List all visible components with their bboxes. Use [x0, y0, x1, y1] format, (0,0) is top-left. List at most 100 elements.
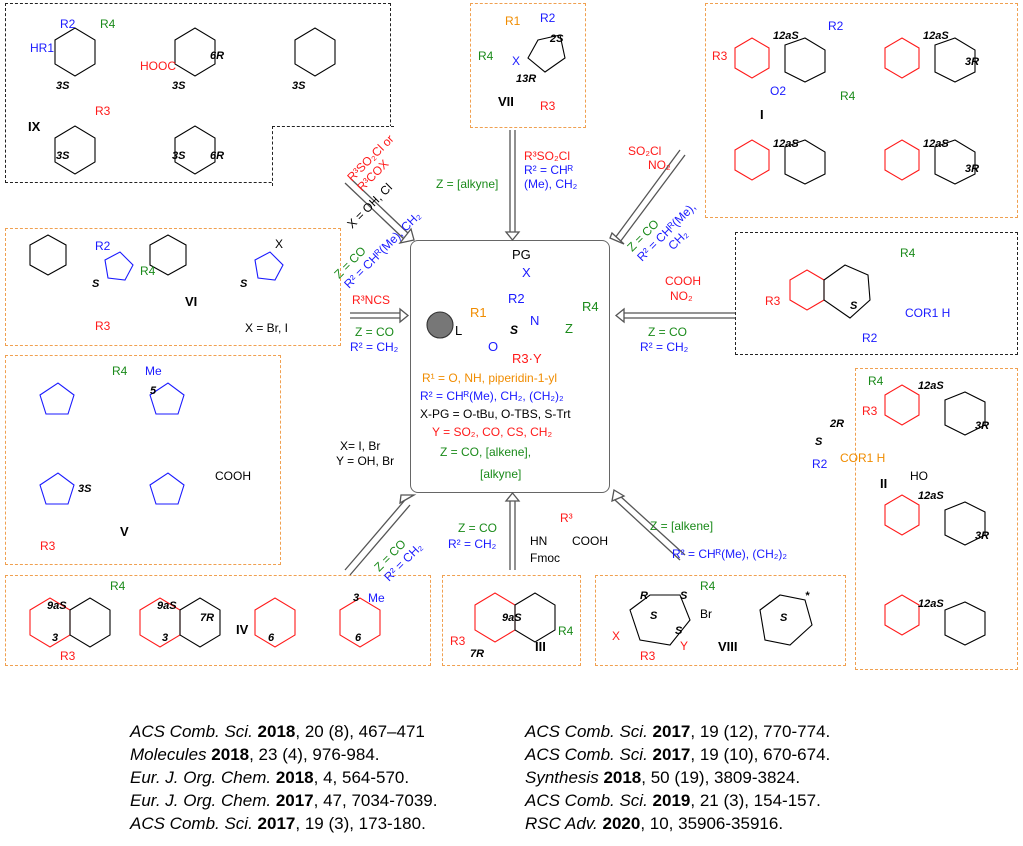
box-II: [855, 368, 1018, 670]
center-r1: R1: [470, 305, 487, 320]
condition: Z = [alkyne]: [436, 177, 499, 191]
reagent-nosyl-chloride: SO₂Cl NO₂: [628, 144, 671, 173]
stereo-label: 3S: [56, 150, 70, 162]
year: 2018: [257, 722, 296, 741]
stereo-label: 7R: [200, 612, 215, 624]
condition: R² = CH₂: [448, 537, 497, 551]
substituent: HO: [910, 469, 928, 483]
condition: R² = CH₂: [350, 340, 399, 354]
substituent: R4: [112, 364, 128, 378]
substituent: Me: [368, 591, 385, 605]
center-y-def: Y = SO₂, CO, CS, CH₂: [432, 425, 553, 439]
center-stereo-s: S: [510, 323, 519, 337]
stereo-label: 13R: [516, 73, 537, 85]
stereo-label: 6: [355, 632, 362, 644]
year: 2017: [652, 745, 691, 764]
stereo-label: 7R: [470, 648, 485, 660]
year: 2017: [652, 722, 691, 741]
center-r2: R2: [508, 291, 525, 306]
citation: , 4, 564-570.: [313, 768, 410, 787]
box-IV: [5, 575, 431, 666]
year: 2018: [275, 768, 314, 787]
stereo-label: 9aS: [157, 600, 177, 612]
substituent: COR1 H: [840, 451, 886, 465]
year: 2019: [652, 791, 691, 810]
condition: X= I, Br: [340, 439, 381, 453]
journal: Eur. J. Org. Chem.: [130, 791, 272, 810]
citation: , 23 (4), 976-984.: [249, 745, 380, 764]
stereo-label: 12aS: [923, 30, 949, 42]
center-l: L: [455, 323, 463, 338]
center-xpg-def: X-PG = O-tBu, O-TBS, S-Trt: [420, 407, 571, 421]
stereo-label: 5: [150, 385, 157, 397]
substituent: R2: [95, 239, 111, 253]
compound-id-VI: VI: [185, 294, 198, 309]
stereo-label: S: [240, 278, 248, 290]
stereo-label: *: [805, 590, 810, 602]
journal: Molecules: [130, 745, 207, 764]
stereo-label: S: [680, 590, 688, 602]
stereo-label: 3R: [965, 56, 980, 68]
box-VIII: [595, 575, 846, 666]
box-benzodiazepine: [735, 232, 1018, 355]
reagent-fmoc-aa-cooh: COOH: [572, 534, 608, 548]
condition: (Me), CH₂: [524, 176, 578, 191]
compound-id-VIII: VIII: [718, 639, 738, 654]
year: 2018: [603, 768, 642, 787]
stereo-label: 2S: [550, 33, 564, 45]
citation: , 19 (3), 173-180.: [295, 814, 426, 833]
box-IX: [5, 3, 391, 183]
stereo-label: 3S: [292, 80, 306, 92]
stereo-label: S: [675, 625, 683, 637]
stereo-label: 12aS: [923, 138, 949, 150]
substituent: R4: [840, 89, 856, 103]
box-III: [442, 575, 581, 666]
center-z-alkyne: [alkyne]: [480, 467, 522, 481]
substituent: R2: [60, 17, 76, 31]
stereo-label: S: [92, 278, 100, 290]
substituent: HOOC: [140, 59, 176, 73]
stereo-label: 3: [353, 592, 360, 604]
year: 2020: [602, 814, 641, 833]
journal: ACS Comb. Sci.: [525, 745, 648, 764]
reference: Eur. J. Org. Chem. 2017, 47, 7034-7039.: [130, 791, 437, 811]
stereo-label: 9aS: [47, 600, 67, 612]
box-V: [5, 355, 281, 565]
stereo-label: 12aS: [918, 490, 944, 502]
substituent: X: [512, 54, 521, 68]
stereo-label: 12aS: [918, 598, 944, 610]
substituent: R3: [40, 539, 56, 553]
journal: ACS Comb. Sci.: [130, 814, 253, 833]
conditions-top-z: Z = [alkyne]: [436, 177, 499, 192]
reagent: NO₂: [648, 157, 671, 172]
stereo-label: 3S: [56, 80, 70, 92]
center-n: N: [530, 313, 540, 328]
year: 2018: [211, 745, 250, 764]
stereo-label: 3: [162, 632, 169, 644]
condition: Y = OH, Br: [336, 454, 395, 468]
stereo-label: S: [815, 436, 823, 448]
citation: , 19 (12), 770-774.: [690, 722, 831, 741]
citation: , 19 (10), 670-674.: [690, 745, 831, 764]
citation: , 50 (19), 3809-3824.: [641, 768, 801, 787]
center-r4: R4: [582, 299, 599, 314]
reagent-isothiocyanate: R³NCS: [352, 293, 390, 307]
center-x: X: [522, 265, 531, 280]
conditions-top: R³SO₂Cl R² = CHᴿ (Me), CH₂: [524, 149, 578, 191]
substituent: R1: [505, 14, 521, 28]
substituent: X: [275, 237, 284, 251]
stereo-label: 3R: [975, 420, 990, 432]
compound-id-III: III: [535, 639, 546, 654]
reagent-fmoc-aa-hn: HN: [530, 534, 548, 548]
box-VI: [5, 228, 341, 346]
stereo-label: 3R: [975, 530, 990, 542]
reagent-nitro: NO₂: [670, 289, 693, 303]
structure-rings: [29, 27, 986, 648]
year: 2017: [257, 814, 296, 833]
box-VII: [470, 3, 586, 128]
substituent: R3: [712, 49, 728, 63]
substituent: X: [612, 629, 621, 643]
substituent: O2: [770, 84, 787, 98]
reagent-fmoc-aa-r3: R³: [560, 511, 573, 525]
